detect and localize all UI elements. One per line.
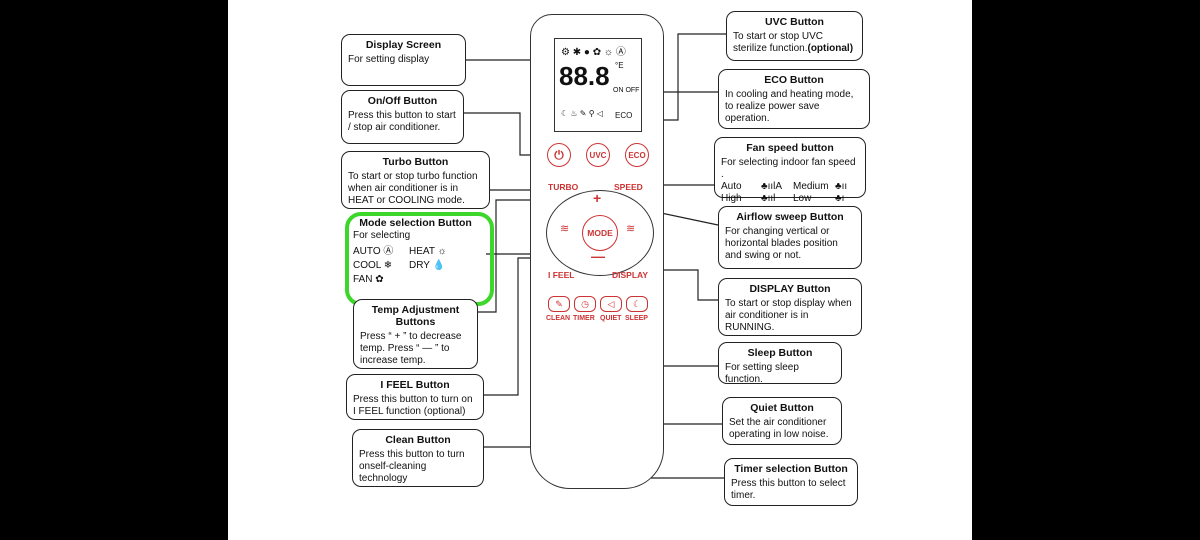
callout-title: Display Screen [365,39,442,51]
speed-button[interactable]: SPEED [614,182,643,192]
callout-timer: Timer selection Button Press this button… [724,458,858,506]
fan-low-icon: ♣ı [835,193,845,204]
mode-button[interactable]: MODE [582,215,618,251]
fan-speed-grid: Auto ♣ıılA Medium ♣ıı High ♣ııl Low ♣ı [721,181,859,205]
fan-auto-label: Auto [721,181,742,192]
callout-desc: Press “ + ” to decrease temp. Press “ — … [360,331,462,366]
lcd-digits: 88.8 [559,61,610,91]
callout-eco: ECO Button In cooling and heating mode, … [718,69,870,129]
callout-desc: For setting display [348,54,430,65]
callout-display-button: DISPLAY Button To start or stop display … [718,278,862,336]
callout-desc: Set the air conditioner operating in low… [729,417,829,440]
timer-button[interactable]: ◷ [574,296,596,312]
callout-fan-speed: Fan speed button For selecting indoor fa… [714,137,866,204]
callout-desc: In cooling and heating mode, to realize … [725,89,854,124]
fan-high-icon: ♣ııl [761,193,776,204]
callout-sleep: Sleep Button For setting sleep function. [718,342,842,385]
lcd-unit: °E [615,61,624,70]
callout-desc: To start or stop turbo function when air… [348,171,478,206]
callout-mode: Mode selection Button For selecting AUTO… [349,215,482,293]
eco-button[interactable]: ECO [625,143,649,167]
clean-button[interactable]: ✎ [548,296,570,312]
mode-item: DRY 💧 [409,260,445,271]
fan-high-label: High [721,193,742,204]
callout-title: Airflow sweep Button [736,211,844,223]
uvc-button[interactable]: UVC [586,143,610,167]
callout-title: ECO Button [764,74,824,86]
ifeel-button[interactable]: I FEEL [548,270,575,280]
callout-ifeel: I FEEL Button Press this button to turn … [346,374,484,420]
callout-title: I FEEL Button [380,379,450,391]
clean-label: CLEAN [546,315,571,322]
callout-desc: For selecting indoor fan speed . [721,157,856,180]
callout-uvc: UVC Button To start or stop UVC steriliz… [726,11,863,61]
mode-item: AUTO Ⓐ [353,246,394,257]
lcd-screen: ⚙ ✱ ● ✿ ☼ Ⓐ 88.8 °E ON OFF ☾ ♨ ✎ ⚲ ◁ ECO [554,38,642,132]
fan-low-label: Low [793,193,812,204]
uvc-optional: (optional) [807,43,854,54]
turbo-button[interactable]: TURBO [548,182,579,192]
mode-highlight-outline [345,212,494,306]
lcd-eco: ECO [615,111,633,120]
callout-desc: To start or stop display when air condit… [725,298,852,333]
lcd-onoff: ON OFF [613,87,640,94]
sleep-button[interactable]: ☾ [626,296,648,312]
callout-desc: Press this button to start / stop air co… [348,110,456,133]
quiet-label: QUIET [600,315,622,322]
callout-desc: Press this button to turn onself-cleanin… [359,449,465,484]
quiet-button[interactable]: ◁ [600,296,622,312]
callout-temp: Temp Adjustment Buttons Press “ + ” to d… [353,299,478,369]
fan-medium-icon: ♣ıı [835,181,848,192]
callout-turbo: Turbo Button To start or stop turbo func… [341,151,490,209]
callout-title: Temp Adjustment Buttons [371,304,460,328]
mode-item: HEAT ☼ [409,246,447,257]
callout-title: Quiet Button [750,402,814,414]
power-button[interactable]: ⏻ [547,143,571,167]
callout-title: Fan speed button [746,142,834,154]
direction-ring [546,190,654,276]
callout-desc: Press this button to select timer. [731,478,846,501]
lcd-icons-row: ⚙ ✱ ● ✿ ☼ Ⓐ [561,47,626,58]
callout-desc: For setting sleep function. [725,362,799,385]
callout-quiet: Quiet Button Set the air conditioner ope… [722,397,842,445]
callout-desc: For changing vertical or horizontal blad… [725,226,838,261]
callout-onoff: On/Off Button Press this button to start… [341,90,464,144]
diagram-page: ⚙ ✱ ● ✿ ☼ Ⓐ 88.8 °E ON OFF ☾ ♨ ✎ ⚲ ◁ ECO… [228,0,972,540]
callout-title: UVC Button [765,16,824,28]
fan-auto-icon: ♣ıılA [761,181,783,192]
callout-title: On/Off Button [367,95,438,107]
callout-clean: Clean Button Press this button to turn o… [352,429,484,487]
mode-item: FAN ✿ [353,274,384,285]
fan-medium-label: Medium [793,181,829,192]
mode-list: AUTO Ⓐ HEAT ☼ COOL ❄ DRY 💧 FAN ✿ [353,246,478,286]
callout-display-screen: Display Screen For setting display [341,34,466,86]
callout-title: Mode selection Button [359,217,472,229]
callout-airflow: Airflow sweep Button For changing vertic… [718,206,862,269]
temp-minus-button[interactable]: — [591,248,605,264]
display-button[interactable]: DISPLAY [612,270,649,280]
callout-title: Sleep Button [747,347,813,359]
airflow-right-icon[interactable]: ≋ [626,223,636,235]
lcd-icons-bottom: ☾ ♨ ✎ ⚲ ◁ [561,109,603,118]
callout-title: Turbo Button [382,156,449,168]
uvc-desc-text: To start or stop UVC sterilize function. [733,31,824,54]
callout-title: DISPLAY Button [749,283,831,295]
callout-title: Clean Button [385,434,451,446]
callout-desc: To start or stop UVC sterilize function.… [733,31,856,55]
temp-plus-button[interactable]: + [593,190,602,206]
sleep-label: SLEEP [625,315,648,322]
callout-desc: Press this button to turn on I FEEL func… [353,394,473,417]
airflow-left-icon[interactable]: ≋ [560,223,570,235]
callout-desc: For selecting [353,230,411,241]
mode-item: COOL ❄ [353,260,393,271]
callout-title: Timer selection Button [734,463,848,475]
timer-label: TIMER [573,315,595,322]
